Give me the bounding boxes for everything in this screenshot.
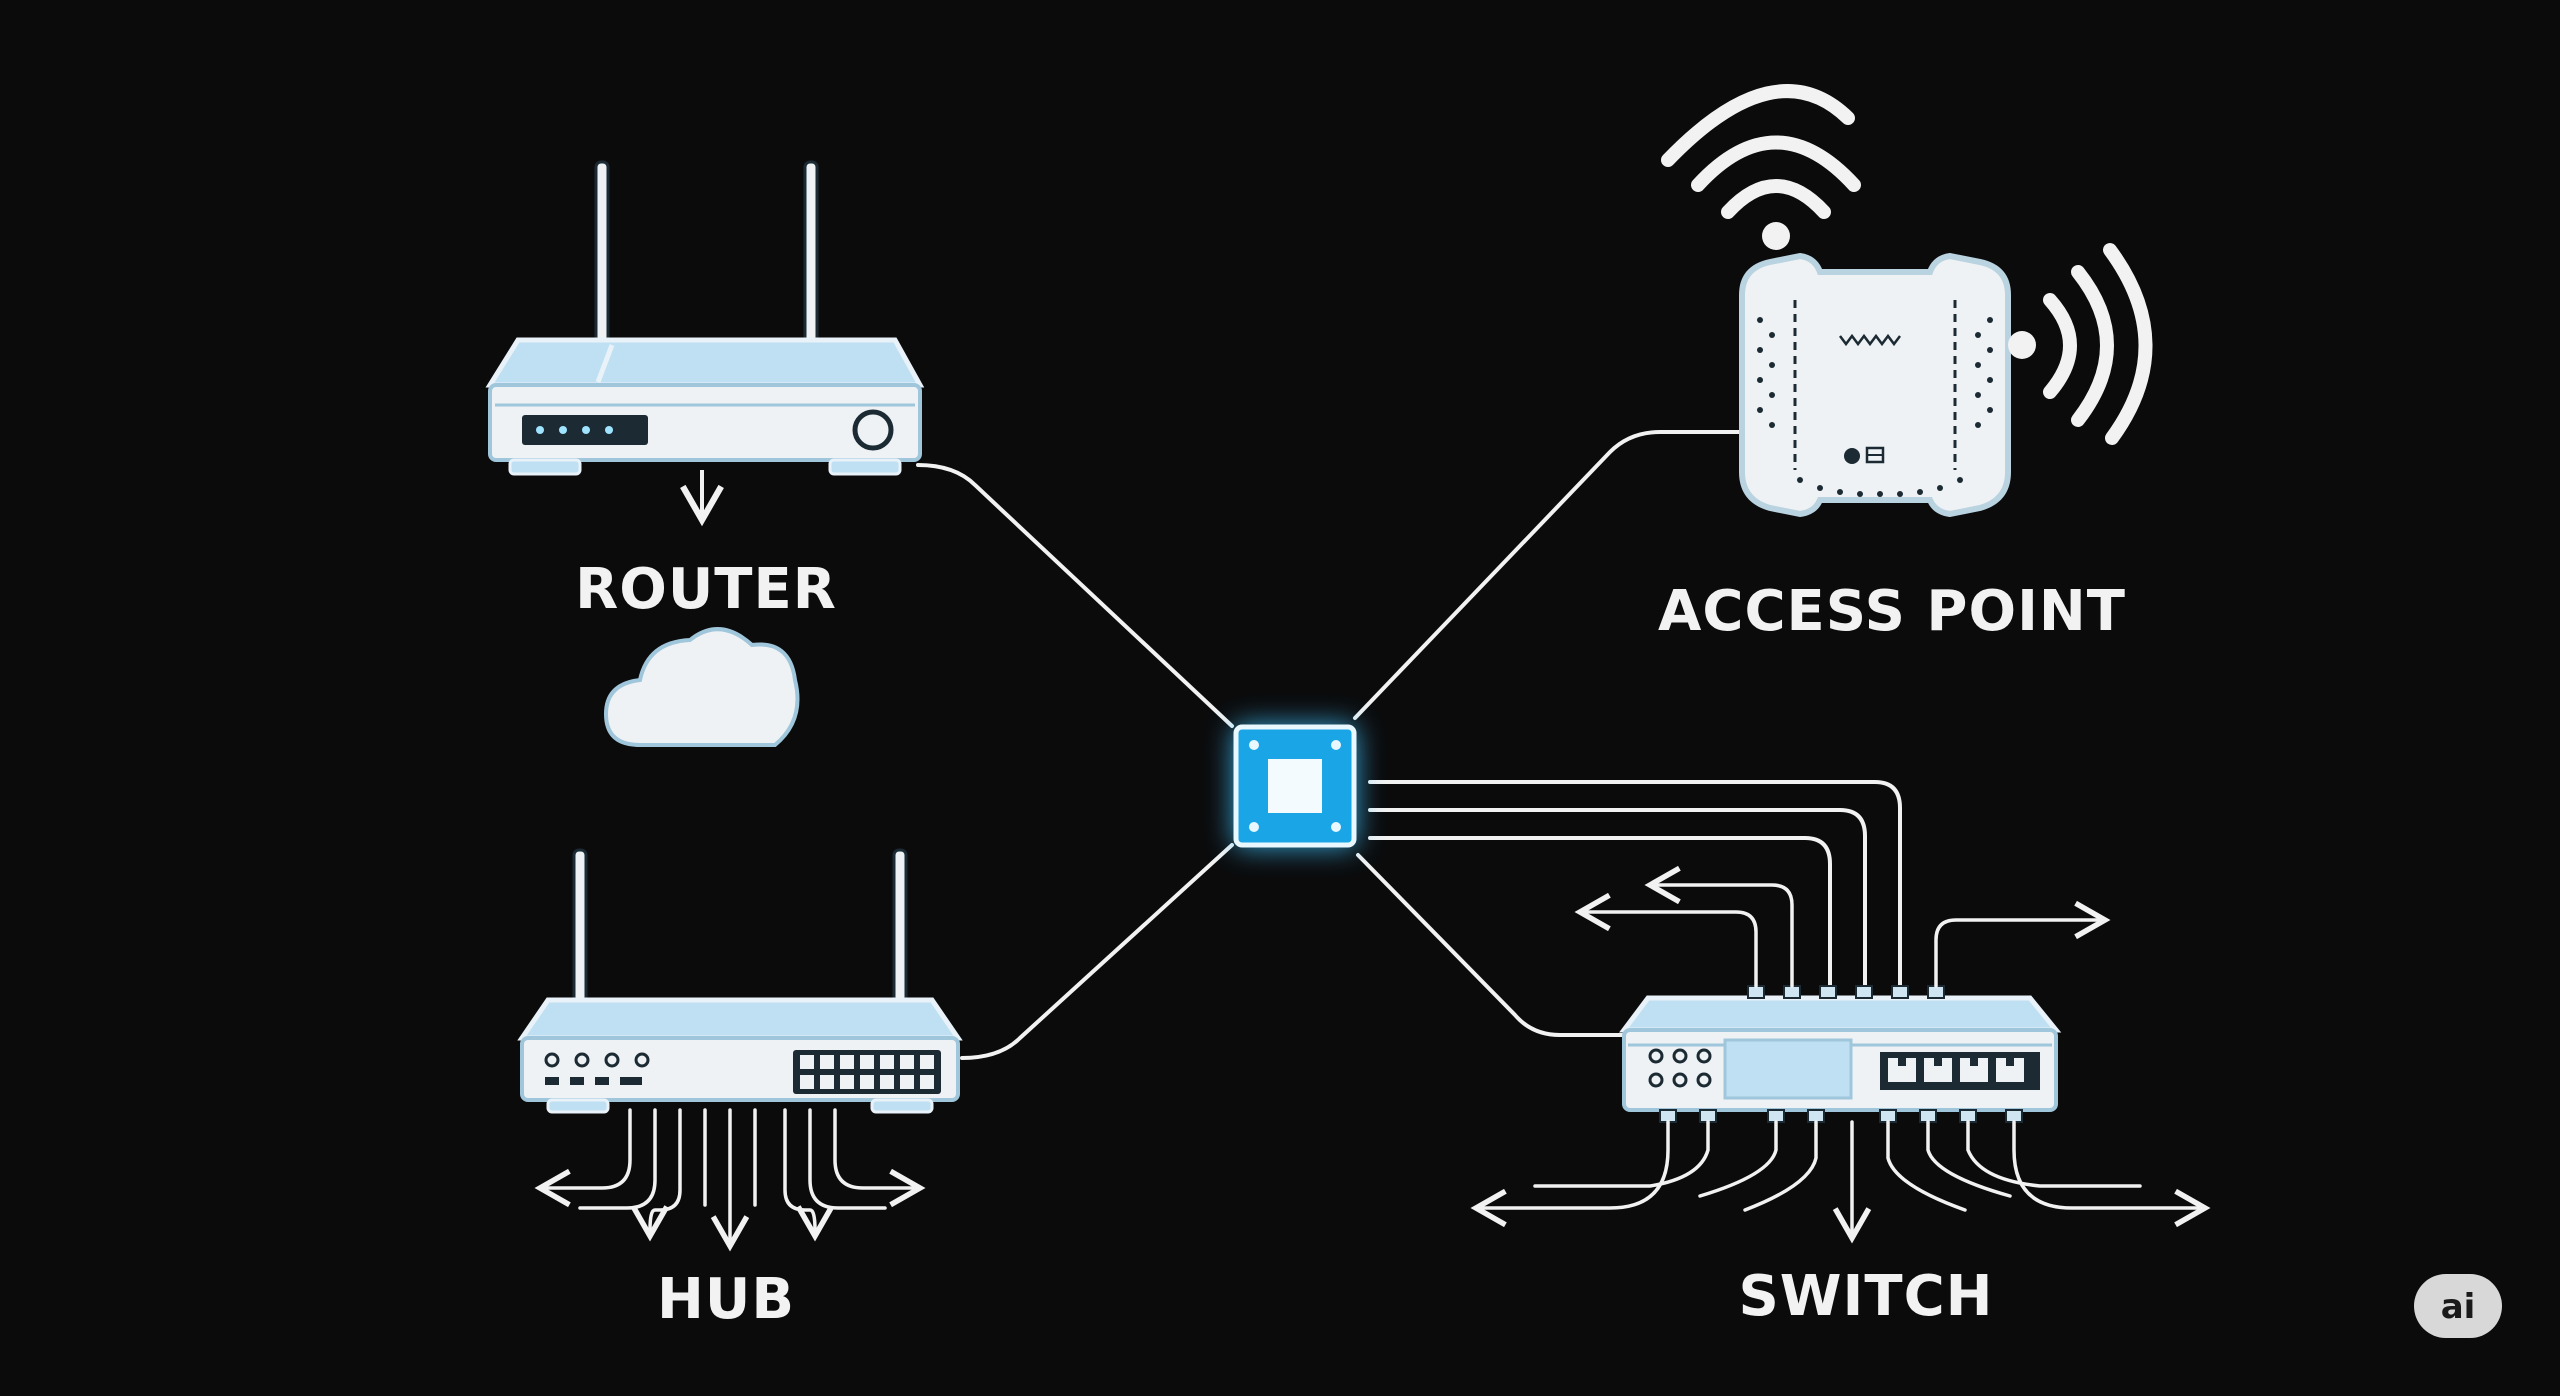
switch-top-lines: [1574, 865, 2111, 988]
link-center-switch-3: [1368, 836, 1832, 990]
switch-label: SWITCH: [1738, 1264, 1993, 1329]
link-router-center: [916, 463, 1234, 728]
switch-icon: [1619, 985, 2062, 1123]
link-hub-center: [960, 843, 1234, 1060]
wifi-icon-right: [2008, 243, 2153, 445]
link-center-switch-2: [1368, 808, 1867, 990]
central-node-icon: [1233, 724, 1357, 848]
ai-badge: ai: [2414, 1274, 2502, 1338]
hub-output-lines: [534, 1108, 926, 1252]
wifi-icon: [1661, 84, 1861, 250]
link-switch-center: [1356, 853, 1627, 1037]
ai-badge-text: ai: [2441, 1287, 2476, 1327]
link-center-switch-1: [1368, 780, 1902, 990]
hub-label: HUB: [657, 1267, 795, 1332]
router-icon: [485, 160, 925, 527]
access-point-label: ACCESS POINT: [1658, 579, 2126, 644]
access-point-icon: [1739, 252, 2011, 518]
switch-bottom-lines: [1470, 1120, 2211, 1244]
cloud-icon: [603, 627, 800, 747]
link-ap-center: [1353, 430, 1742, 720]
hub-icon: [517, 848, 963, 1114]
router-label: ROUTER: [575, 557, 837, 622]
connection-lines: [916, 430, 1902, 1060]
